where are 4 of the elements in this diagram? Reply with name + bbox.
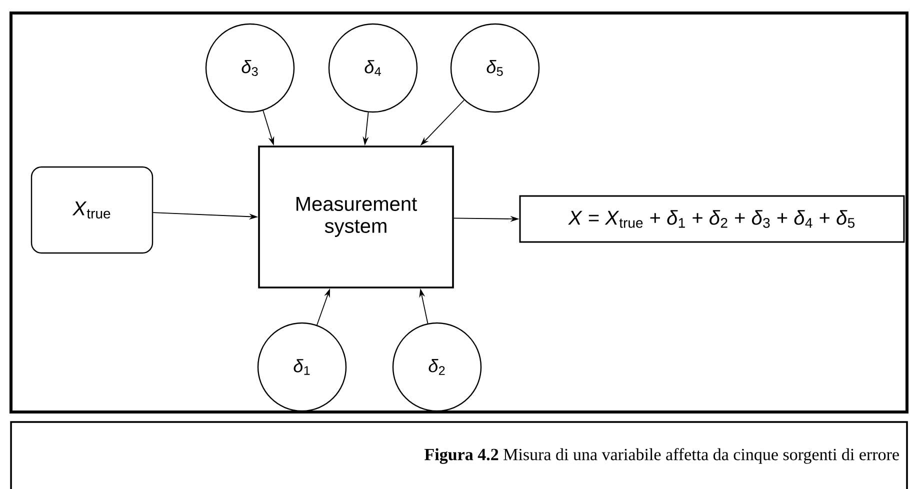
output-box: X = X$_{true}$ + δ$_{1}$ + δ$_{2}$ + δ$_{3}$ + δ$_{4}$ + δ$_{5}$ [519,195,905,243]
input-box: X$_{true}$ [30,166,154,254]
caption: Figura 4.2 Misura di una variabile affetta da cinque sorgenti di errore [10,421,908,489]
process-box: Measurement system [258,146,454,288]
